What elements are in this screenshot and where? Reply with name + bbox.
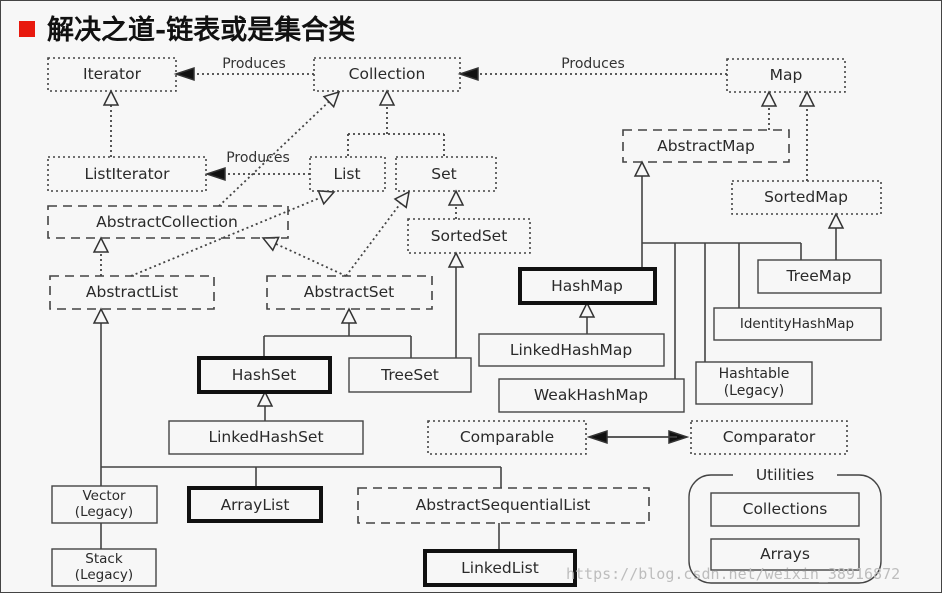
svg-text:Collections: Collections (743, 500, 828, 518)
svg-text:AbstractCollection: AbstractCollection (96, 213, 238, 231)
slide-title: 解决之道-链表或是集合类 (47, 14, 355, 46)
svg-text:Collection: Collection (349, 65, 426, 83)
svg-text:Comparable: Comparable (460, 428, 554, 446)
bullet-icon (19, 21, 35, 37)
utilities-group: Utilities Collections Arrays (688, 465, 882, 584)
node-arrays: Arrays (710, 538, 860, 571)
node-linked-hash-set: LinkedHashSet (168, 420, 364, 455)
connector-line (275, 243, 347, 277)
svg-text:AbstractList: AbstractList (86, 283, 178, 301)
produces-label: Produces (222, 56, 286, 72)
node-hashtable: Hashtable(Legacy) (695, 361, 813, 405)
node-abstract-collection: AbstractCollection (47, 205, 289, 239)
inheritance-arrow-icon (261, 236, 280, 252)
node-identity-hash-map: IdentityHashMap (713, 307, 882, 341)
produces-arrow-icon (586, 429, 608, 445)
svg-text:SortedSet: SortedSet (431, 227, 508, 245)
node-hash-set: HashSet (197, 356, 332, 394)
svg-text:ListIterator: ListIterator (84, 165, 170, 183)
svg-text:Iterator: Iterator (83, 65, 142, 83)
node-abstract-map: AbstractMap (622, 129, 790, 163)
svg-text:Comparator: Comparator (723, 428, 816, 446)
svg-text:(Legacy): (Legacy) (75, 504, 133, 520)
svg-text:Map: Map (770, 66, 803, 84)
watermark: https://blog.csdn.net/weixin_38916872 (566, 565, 900, 583)
svg-text:LinkedHashSet: LinkedHashSet (208, 428, 323, 446)
node-hash-map: HashMap (518, 267, 657, 305)
svg-text:AbstractSequentialList: AbstractSequentialList (416, 496, 591, 514)
inheritance-arrow-icon (447, 189, 465, 206)
inheritance-arrow-icon (256, 390, 274, 407)
node-list-iterator: ListIterator (47, 156, 207, 192)
produces-label: Produces (226, 150, 290, 166)
node-abstract-list: AbstractList (49, 275, 215, 310)
node-comparator: Comparator (690, 420, 848, 455)
svg-text:Stack: Stack (85, 551, 123, 567)
node-abstract-set: AbstractSet (266, 275, 433, 310)
node-list: List (309, 156, 386, 192)
node-comparable: Comparable (427, 420, 587, 455)
connector-line (130, 196, 322, 277)
svg-text:TreeSet: TreeSet (380, 366, 439, 384)
svg-text:WeakHashMap: WeakHashMap (534, 386, 648, 404)
svg-text:Arrays: Arrays (760, 545, 810, 563)
node-collections: Collections (710, 492, 860, 527)
svg-text:Hashtable: Hashtable (719, 366, 790, 382)
connector-line (345, 202, 402, 277)
inheritance-arrow-icon (317, 190, 336, 206)
utilities-label: Utilities (756, 466, 814, 484)
inheritance-arrow-icon (322, 90, 341, 109)
node-weak-hash-map: WeakHashMap (498, 378, 685, 413)
svg-text:List: List (333, 165, 360, 183)
svg-text:Set: Set (431, 165, 456, 183)
node-array-list: ArrayList (187, 486, 323, 523)
node-map: Map (726, 58, 846, 93)
inheritance-arrow-icon (92, 307, 110, 324)
node-vector: Vector(Legacy) (51, 485, 158, 524)
node-tree-map: TreeMap (757, 259, 882, 294)
svg-text:LinkedList: LinkedList (461, 559, 539, 577)
node-collection: Collection (313, 57, 461, 92)
node-stack: Stack(Legacy) (51, 548, 157, 587)
svg-text:ArrayList: ArrayList (221, 496, 290, 514)
node-sorted-map: SortedMap (731, 180, 882, 215)
inheritance-arrow-icon (760, 90, 778, 107)
edges (92, 66, 845, 551)
node-sorted-set: SortedSet (407, 218, 531, 254)
node-tree-set: TreeSet (348, 357, 472, 393)
inheritance-arrow-icon (798, 90, 816, 107)
inheritance-arrow-icon (92, 236, 110, 253)
svg-text:(Legacy): (Legacy) (724, 383, 785, 399)
node-abstract-sequential-list: AbstractSequentialList (357, 487, 650, 524)
inheritance-arrow-icon (102, 89, 120, 106)
inheritance-arrow-icon (378, 89, 396, 106)
svg-text:Vector: Vector (82, 488, 125, 504)
produces-arrow-icon (457, 66, 479, 82)
inheritance-arrow-icon (827, 212, 845, 229)
svg-text:HashMap: HashMap (551, 277, 623, 295)
inheritance-arrow-icon (633, 160, 651, 177)
node-linked-hash-map: LinkedHashMap (478, 333, 665, 367)
svg-text:SortedMap: SortedMap (764, 188, 848, 206)
inheritance-arrow-icon (578, 301, 596, 318)
svg-text:AbstractSet: AbstractSet (304, 283, 395, 301)
svg-text:AbstractMap: AbstractMap (657, 137, 755, 155)
connector-line (218, 100, 330, 207)
svg-text:(Legacy): (Legacy) (75, 567, 133, 583)
produces-arrow-icon (204, 166, 226, 182)
produces-arrow-icon (173, 66, 195, 82)
node-linked-list: LinkedList (423, 549, 577, 587)
inheritance-arrow-icon (340, 307, 358, 324)
inheritance-arrow-icon (393, 190, 411, 209)
svg-text:LinkedHashMap: LinkedHashMap (510, 341, 632, 359)
inheritance-arrow-icon (447, 251, 465, 268)
node-set: Set (395, 156, 497, 192)
svg-text:TreeMap: TreeMap (785, 267, 851, 285)
svg-text:IdentityHashMap: IdentityHashMap (740, 316, 854, 332)
produces-label: Produces (561, 56, 625, 72)
node-iterator: Iterator (47, 57, 177, 92)
svg-text:HashSet: HashSet (232, 366, 297, 384)
